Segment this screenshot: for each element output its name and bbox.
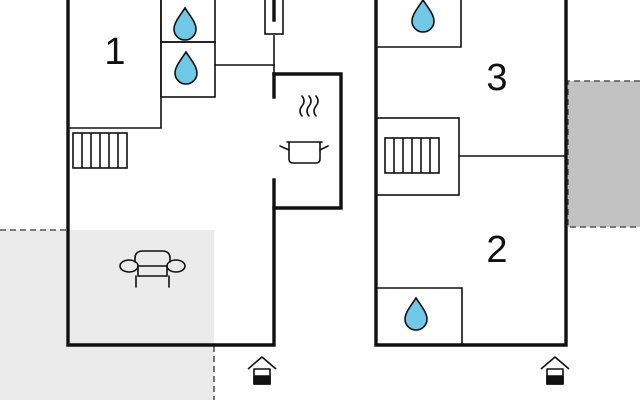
- stairs-icon: [384, 137, 440, 174]
- terrace-area: [0, 229, 215, 400]
- room-1-label: 1: [104, 31, 125, 73]
- right-unit: [374, 0, 568, 347]
- water-drop-icon: [174, 50, 198, 85]
- water-drop-icon: [173, 6, 197, 41]
- cooking-pot-icon: [279, 95, 329, 164]
- bathroom-lower: [160, 41, 216, 98]
- room-3-bath-wall: [375, 0, 462, 48]
- stairs-icon: [72, 132, 128, 169]
- room-3-label: 3: [486, 57, 507, 99]
- left-unit: [66, 0, 343, 347]
- sofa-icon: [119, 250, 186, 288]
- shaded-outdoor-area: [567, 80, 640, 228]
- room-2-bath-wall: [375, 287, 463, 346]
- window-vent: [264, 0, 284, 35]
- room-2-label: 2: [486, 229, 507, 271]
- entrance-icon: [540, 356, 570, 385]
- stairs-room: [375, 117, 460, 196]
- water-drop-icon: [411, 0, 435, 33]
- entrance-icon: [247, 356, 277, 385]
- water-drop-icon: [404, 296, 428, 331]
